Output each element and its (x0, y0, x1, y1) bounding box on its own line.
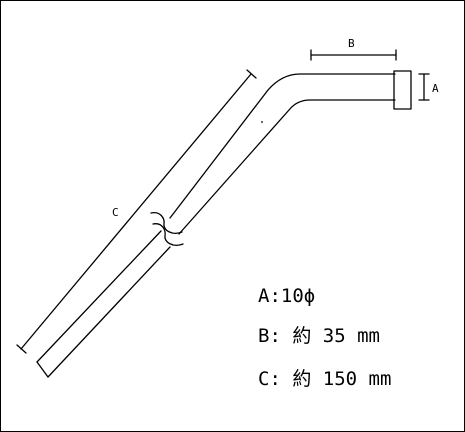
pipe-inner-wall-lower (47, 246, 171, 378)
spec-straight-length: B: 約 35 mm (258, 325, 380, 347)
stray-dot (261, 121, 263, 123)
break-mark-upper (150, 212, 183, 234)
pipe-outer-wall-lower (36, 230, 162, 363)
dim-c-label: C (112, 206, 119, 219)
spec-angled-length: C: 約 150 mm (258, 368, 392, 390)
dim-b-label: B (348, 37, 355, 50)
pipe-inner-wall-upper (178, 99, 396, 235)
dim-c-tick-bottom (16, 344, 27, 354)
pipe-outer-wall-upper (169, 73, 396, 219)
dim-c-tick-top (246, 69, 257, 79)
spec-diameter: A:10ϕ (258, 285, 316, 307)
pipe-end-cap (36, 361, 49, 378)
pipe-fitting-nut (393, 70, 412, 110)
dim-a-label: A (432, 82, 439, 95)
break-mark-lower (152, 223, 184, 246)
dim-c-line (20, 73, 252, 350)
